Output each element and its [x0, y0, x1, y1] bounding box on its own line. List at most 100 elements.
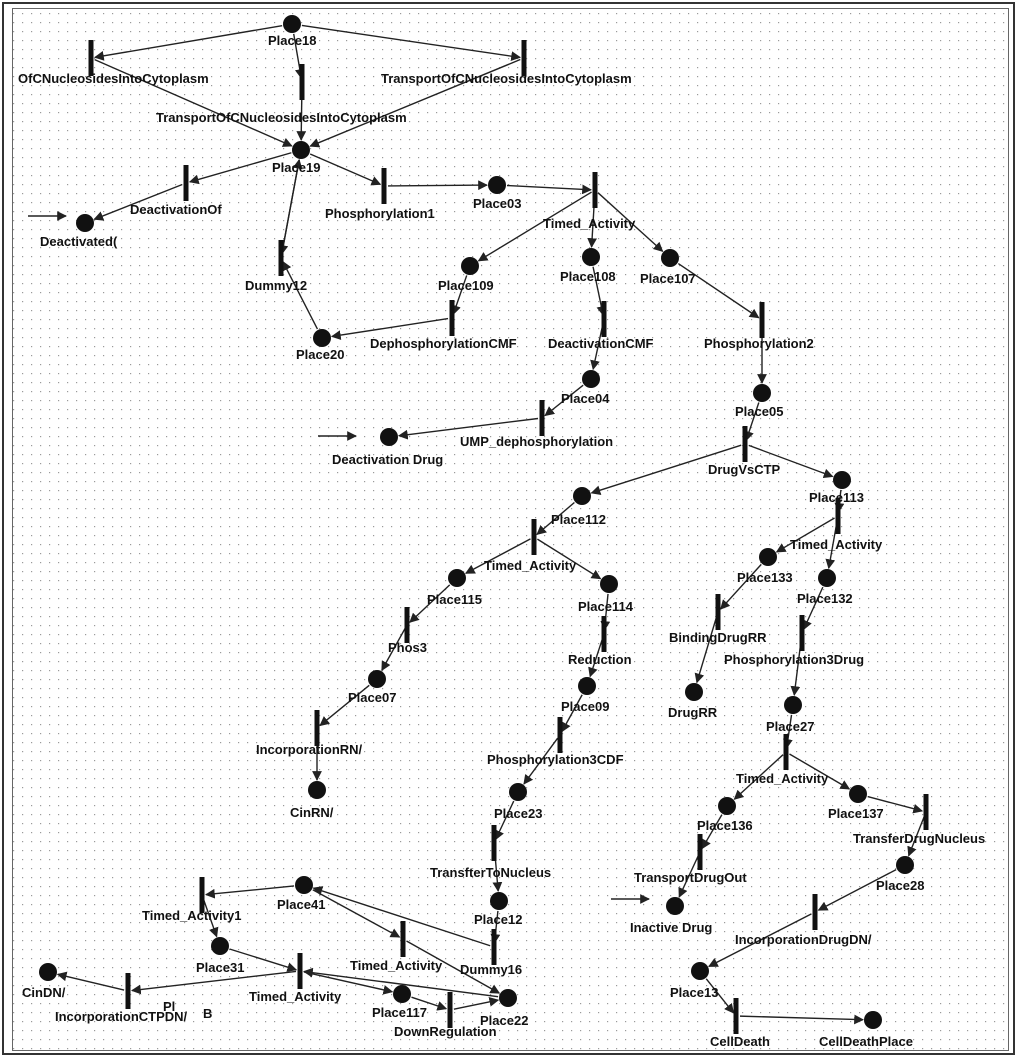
arc-tIncCTP-cindna [56, 971, 125, 991]
place-p03[interactable] [488, 176, 506, 194]
transition-tTransNuc[interactable] [491, 825, 497, 861]
place-p108[interactable] [582, 248, 600, 266]
place-label-p05: Place05 [735, 404, 783, 419]
place-p114[interactable] [600, 575, 618, 593]
transition-tDeac[interactable] [183, 165, 189, 201]
transition-tTransOut[interactable] [697, 834, 703, 870]
place-p28[interactable] [896, 856, 914, 874]
place-p07[interactable] [368, 670, 386, 688]
place-p112[interactable] [573, 487, 591, 505]
transition-tDown[interactable] [447, 992, 453, 1028]
transition-tM[interactable] [299, 64, 305, 100]
transition-tPh2[interactable] [759, 302, 765, 338]
arc-tL-p19 [94, 58, 293, 147]
place-p113[interactable] [833, 471, 851, 489]
transition-label-tDephos: DephosphorylationCMF [370, 336, 517, 351]
place-p05[interactable] [753, 384, 771, 402]
place-label-p115: Place115 [427, 592, 482, 607]
place-ddrug[interactable] [380, 428, 398, 446]
transition-tCellDeath[interactable] [733, 998, 739, 1034]
transition-label-tPh3Drug: Phosphorylation3Drug [724, 652, 864, 667]
transition-tPh1[interactable] [381, 168, 387, 204]
place-cdp[interactable] [864, 1011, 882, 1029]
place-cinrna[interactable] [308, 781, 326, 799]
arc-p136-tTransOut [701, 814, 723, 850]
place-p133[interactable] [759, 548, 777, 566]
place-p12[interactable] [490, 892, 508, 910]
transition-tTA3[interactable] [835, 498, 841, 534]
arc-tTransDN-p28 [907, 815, 926, 857]
place-p13[interactable] [691, 962, 709, 980]
transition-tPh3Drug[interactable] [799, 615, 805, 651]
place-p27[interactable] [784, 696, 802, 714]
place-label-cindna: CinDN/ [22, 985, 66, 1000]
transition-tTA6[interactable] [400, 921, 406, 957]
arc-p18-tL [93, 24, 283, 61]
place-p132[interactable] [818, 569, 836, 587]
transition-tDum16[interactable] [491, 929, 497, 965]
arc-tTA7-tIncCTP [130, 970, 297, 995]
place-cindna[interactable] [39, 963, 57, 981]
place-p107[interactable] [661, 249, 679, 267]
place-label-p112: Place112 [551, 512, 606, 527]
place-p136[interactable] [718, 797, 736, 815]
place-p137[interactable] [849, 785, 867, 803]
transition-tIncRNA[interactable] [314, 710, 320, 746]
place-p04[interactable] [582, 370, 600, 388]
transition-tTA1[interactable] [592, 172, 598, 208]
place-p20[interactable] [313, 329, 331, 347]
place-label-p23: Place23 [494, 806, 542, 821]
arc-tDrugVsCTP-p113 [748, 444, 834, 479]
place-label-p109: Place109 [438, 278, 494, 293]
arc-p05-tDrugVsCTP [744, 402, 760, 442]
transition-tDephos[interactable] [449, 300, 455, 336]
place-inactive[interactable] [666, 897, 684, 915]
transition-tTA4[interactable] [783, 734, 789, 770]
transition-label-tPhos3: Phos3 [388, 640, 427, 655]
transition-tDrugVsCTP[interactable] [742, 426, 748, 462]
transition-label-tDeac: DeactivationOf [130, 202, 222, 217]
place-label-drugrr: DrugRR [668, 705, 718, 720]
transition-tIncCTP[interactable] [125, 973, 131, 1009]
transition-label-tR: TransportOfCNucleosidesIntoCytoplasm [381, 71, 632, 86]
transition-label-tTA6: Timed_Activity [350, 958, 443, 973]
place-p22[interactable] [499, 989, 517, 1007]
transition-tDum12[interactable] [278, 240, 284, 276]
place-p41[interactable] [295, 876, 313, 894]
arc-p31-tTA7 [229, 948, 298, 972]
place-label-p108: Place108 [560, 269, 616, 284]
place-p23[interactable] [509, 783, 527, 801]
place-label-p20: Place20 [296, 347, 344, 362]
place-p19[interactable] [292, 141, 310, 159]
arc-p107-tPh2 [677, 263, 760, 319]
transition-label-tTA1: Timed_Activity [543, 216, 636, 231]
transition-tPh3CDP[interactable] [557, 717, 563, 753]
transition-tR[interactable] [521, 40, 527, 76]
transition-tTA7[interactable] [297, 953, 303, 989]
place-deact[interactable] [76, 214, 94, 232]
place-p117[interactable] [393, 985, 411, 1003]
transition-tBind[interactable] [715, 594, 721, 630]
place-p18[interactable] [283, 15, 301, 33]
arc-tPhos3-p07 [381, 628, 406, 672]
transition-label-tUMP: UMP_dephosphorylation [460, 434, 613, 449]
arc-tR-p19 [309, 58, 521, 148]
transition-tPhos3[interactable] [404, 607, 410, 643]
transition-tUMP[interactable] [539, 400, 545, 436]
place-p109[interactable] [461, 257, 479, 275]
transition-tDeacCMF[interactable] [601, 301, 607, 337]
transition-tTA2[interactable] [531, 519, 537, 555]
transition-tRed[interactable] [601, 616, 607, 652]
transition-tTransDN[interactable] [923, 794, 929, 830]
transition-tTA5[interactable] [199, 877, 205, 913]
place-p115[interactable] [448, 569, 466, 587]
place-drugrr[interactable] [685, 683, 703, 701]
transition-tIncDrugDNA[interactable] [812, 894, 818, 930]
place-label-p27: Place27 [766, 719, 814, 734]
transition-tL[interactable] [88, 40, 94, 76]
place-p09[interactable] [578, 677, 596, 695]
place-p31[interactable] [211, 937, 229, 955]
arc-p13-tCellDeath [705, 978, 735, 1014]
place-label-p07: Place07 [348, 690, 396, 705]
